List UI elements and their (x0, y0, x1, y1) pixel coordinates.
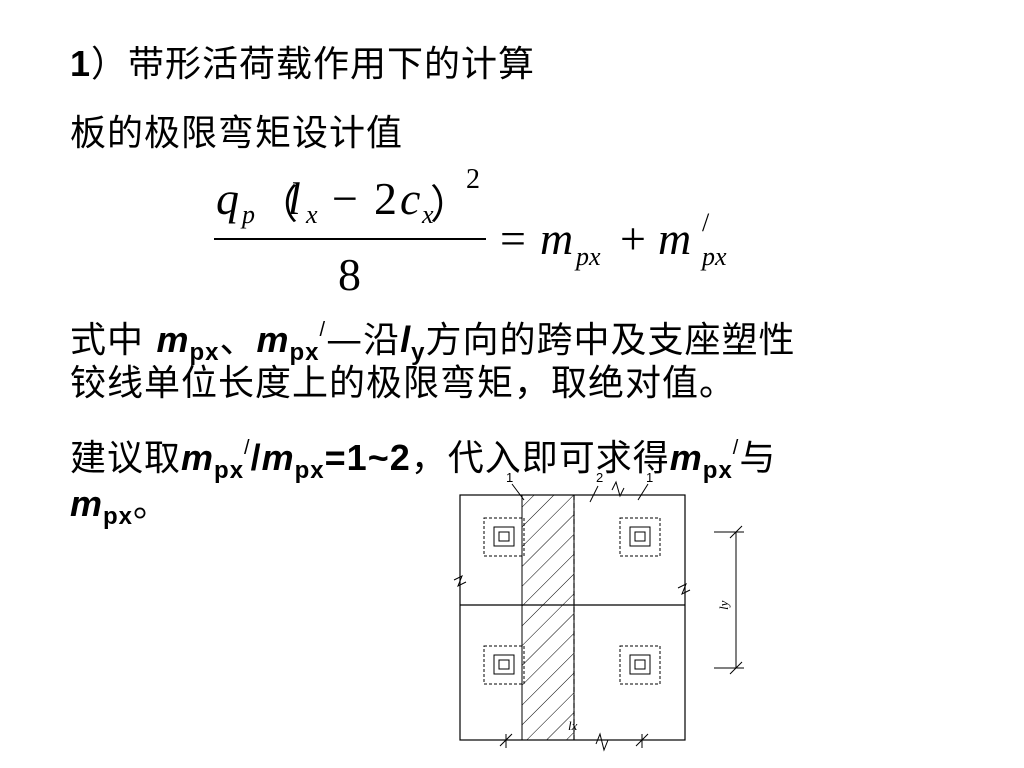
formula-square: 2 (466, 164, 480, 195)
cut-mark-right (677, 582, 691, 596)
heading: 1）带形活荷载作用下的计算 (70, 42, 535, 87)
formula-q: q (216, 173, 239, 224)
label-lx: lx (568, 718, 578, 733)
column-top-right (619, 517, 661, 557)
formula-x-subscript-1: x (306, 200, 318, 229)
formula-two: 2 (374, 173, 397, 224)
formula-px-subscript-1: px (576, 242, 601, 271)
paragraph-definition: 式中 mpx、mpx/—沿ly方向的跨中及支座塑性 (70, 319, 796, 366)
fraction-bar (214, 238, 486, 240)
leader-1b (637, 483, 649, 501)
formula-px-subscript-2: px (702, 242, 727, 271)
paragraph-suggestion: 建议取mpx//mpx=1~2，代入即可求得mpx/与 (70, 437, 777, 484)
subheading: 板的极限弯矩设计值 (70, 113, 404, 154)
formula-denominator: 8 (338, 249, 361, 300)
paragraph-definition-line2: 铰线单位长度上的极限弯矩，取绝对值。 (70, 363, 737, 404)
formula-equals: = (500, 213, 526, 264)
label-2: 2 (596, 470, 603, 485)
column-bottom-right (619, 645, 661, 685)
formula-m-prime: m (658, 213, 692, 264)
cut-mark-top (611, 480, 625, 498)
formula-prime: / (702, 208, 710, 237)
formula: q p （ l x − 2 c x ） 2 8 = m px + m / px (208, 164, 748, 300)
label-ly: ly (716, 600, 731, 610)
cut-mark-left (453, 574, 467, 588)
label-1b: 1 (646, 470, 653, 485)
formula-p-subscript: p (242, 200, 255, 229)
column-top-left (483, 517, 525, 557)
formula-c: c (400, 173, 421, 224)
column-bottom-left (483, 645, 525, 685)
formula-minus: − (332, 173, 358, 224)
leader-2 (589, 485, 599, 503)
formula-l: l (288, 173, 301, 224)
label-1a: 1 (506, 470, 513, 485)
paragraph-suggestion-line2: mpx。 (70, 483, 171, 530)
heading-number: 1 (70, 43, 92, 84)
formula-x-subscript-2: x (422, 200, 434, 229)
heading-text: ）带形活荷载作用下的计算 (91, 44, 536, 85)
formula-plus: + (620, 213, 646, 264)
leader-1a (511, 483, 525, 501)
load-strip (521, 494, 575, 741)
symbol-m: m (256, 319, 290, 360)
symbol-l: l (400, 319, 412, 360)
symbol-m: m (156, 319, 190, 360)
slab-diagram: 1 2 1 ly lx (453, 470, 744, 752)
cut-mark-bottom (595, 732, 609, 752)
formula-right-paren: ） (430, 182, 470, 227)
formula-m: m (540, 213, 574, 264)
formula-left-paren: （ (258, 182, 298, 227)
